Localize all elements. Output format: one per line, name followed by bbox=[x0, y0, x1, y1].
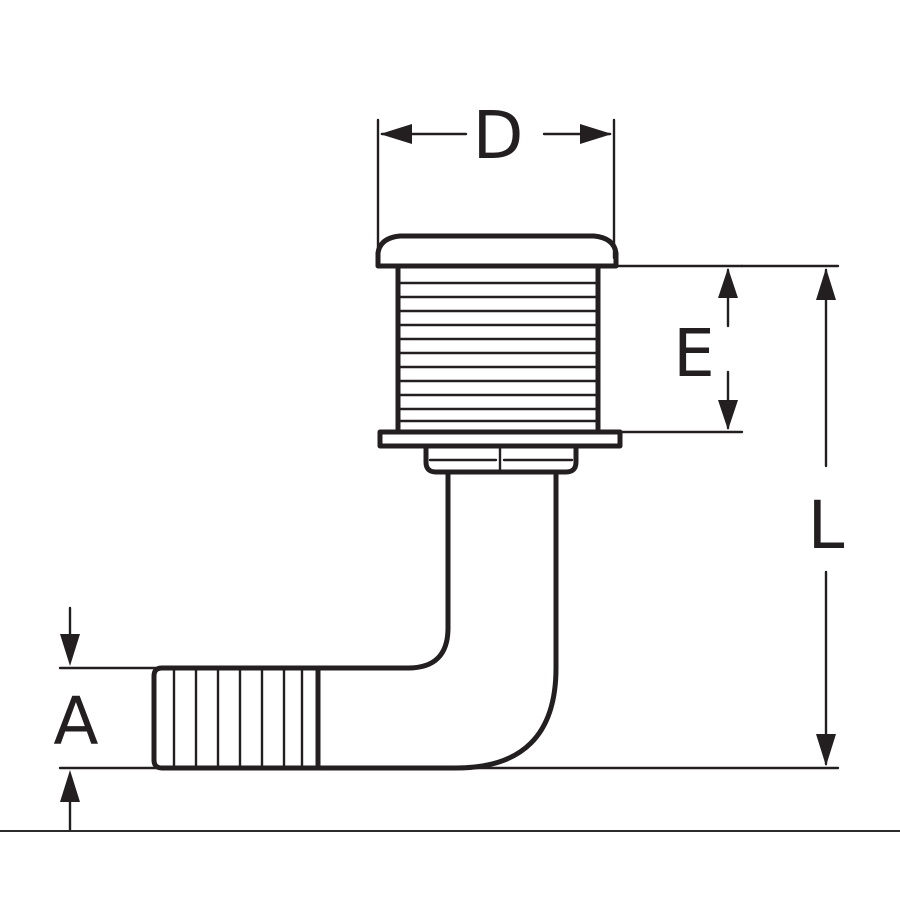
arrowhead-d-right bbox=[580, 124, 612, 144]
dimension-l: L bbox=[454, 264, 845, 770]
elbow-tube bbox=[315, 469, 559, 771]
arrowhead-e-top bbox=[718, 268, 738, 298]
label-d: D bbox=[473, 97, 524, 174]
elbow-vent-fitting-drawing bbox=[151, 233, 623, 771]
arrowhead-a-bottom bbox=[60, 770, 80, 802]
hose-barb bbox=[151, 665, 321, 771]
top-cap bbox=[375, 233, 619, 269]
arrowhead-d-left bbox=[380, 124, 412, 144]
dimension-e: E bbox=[614, 264, 744, 434]
threaded-barrel bbox=[395, 263, 601, 435]
arrowhead-e-bottom bbox=[718, 400, 738, 430]
label-l: L bbox=[808, 487, 845, 564]
label-e: E bbox=[673, 315, 715, 392]
dimension-d: D bbox=[376, 97, 616, 260]
arrowhead-a-top bbox=[60, 634, 80, 666]
dimension-a: A bbox=[53, 606, 162, 832]
arrowhead-l-top bbox=[816, 268, 836, 300]
label-a: A bbox=[53, 683, 98, 760]
arrowhead-l-bottom bbox=[816, 734, 836, 766]
